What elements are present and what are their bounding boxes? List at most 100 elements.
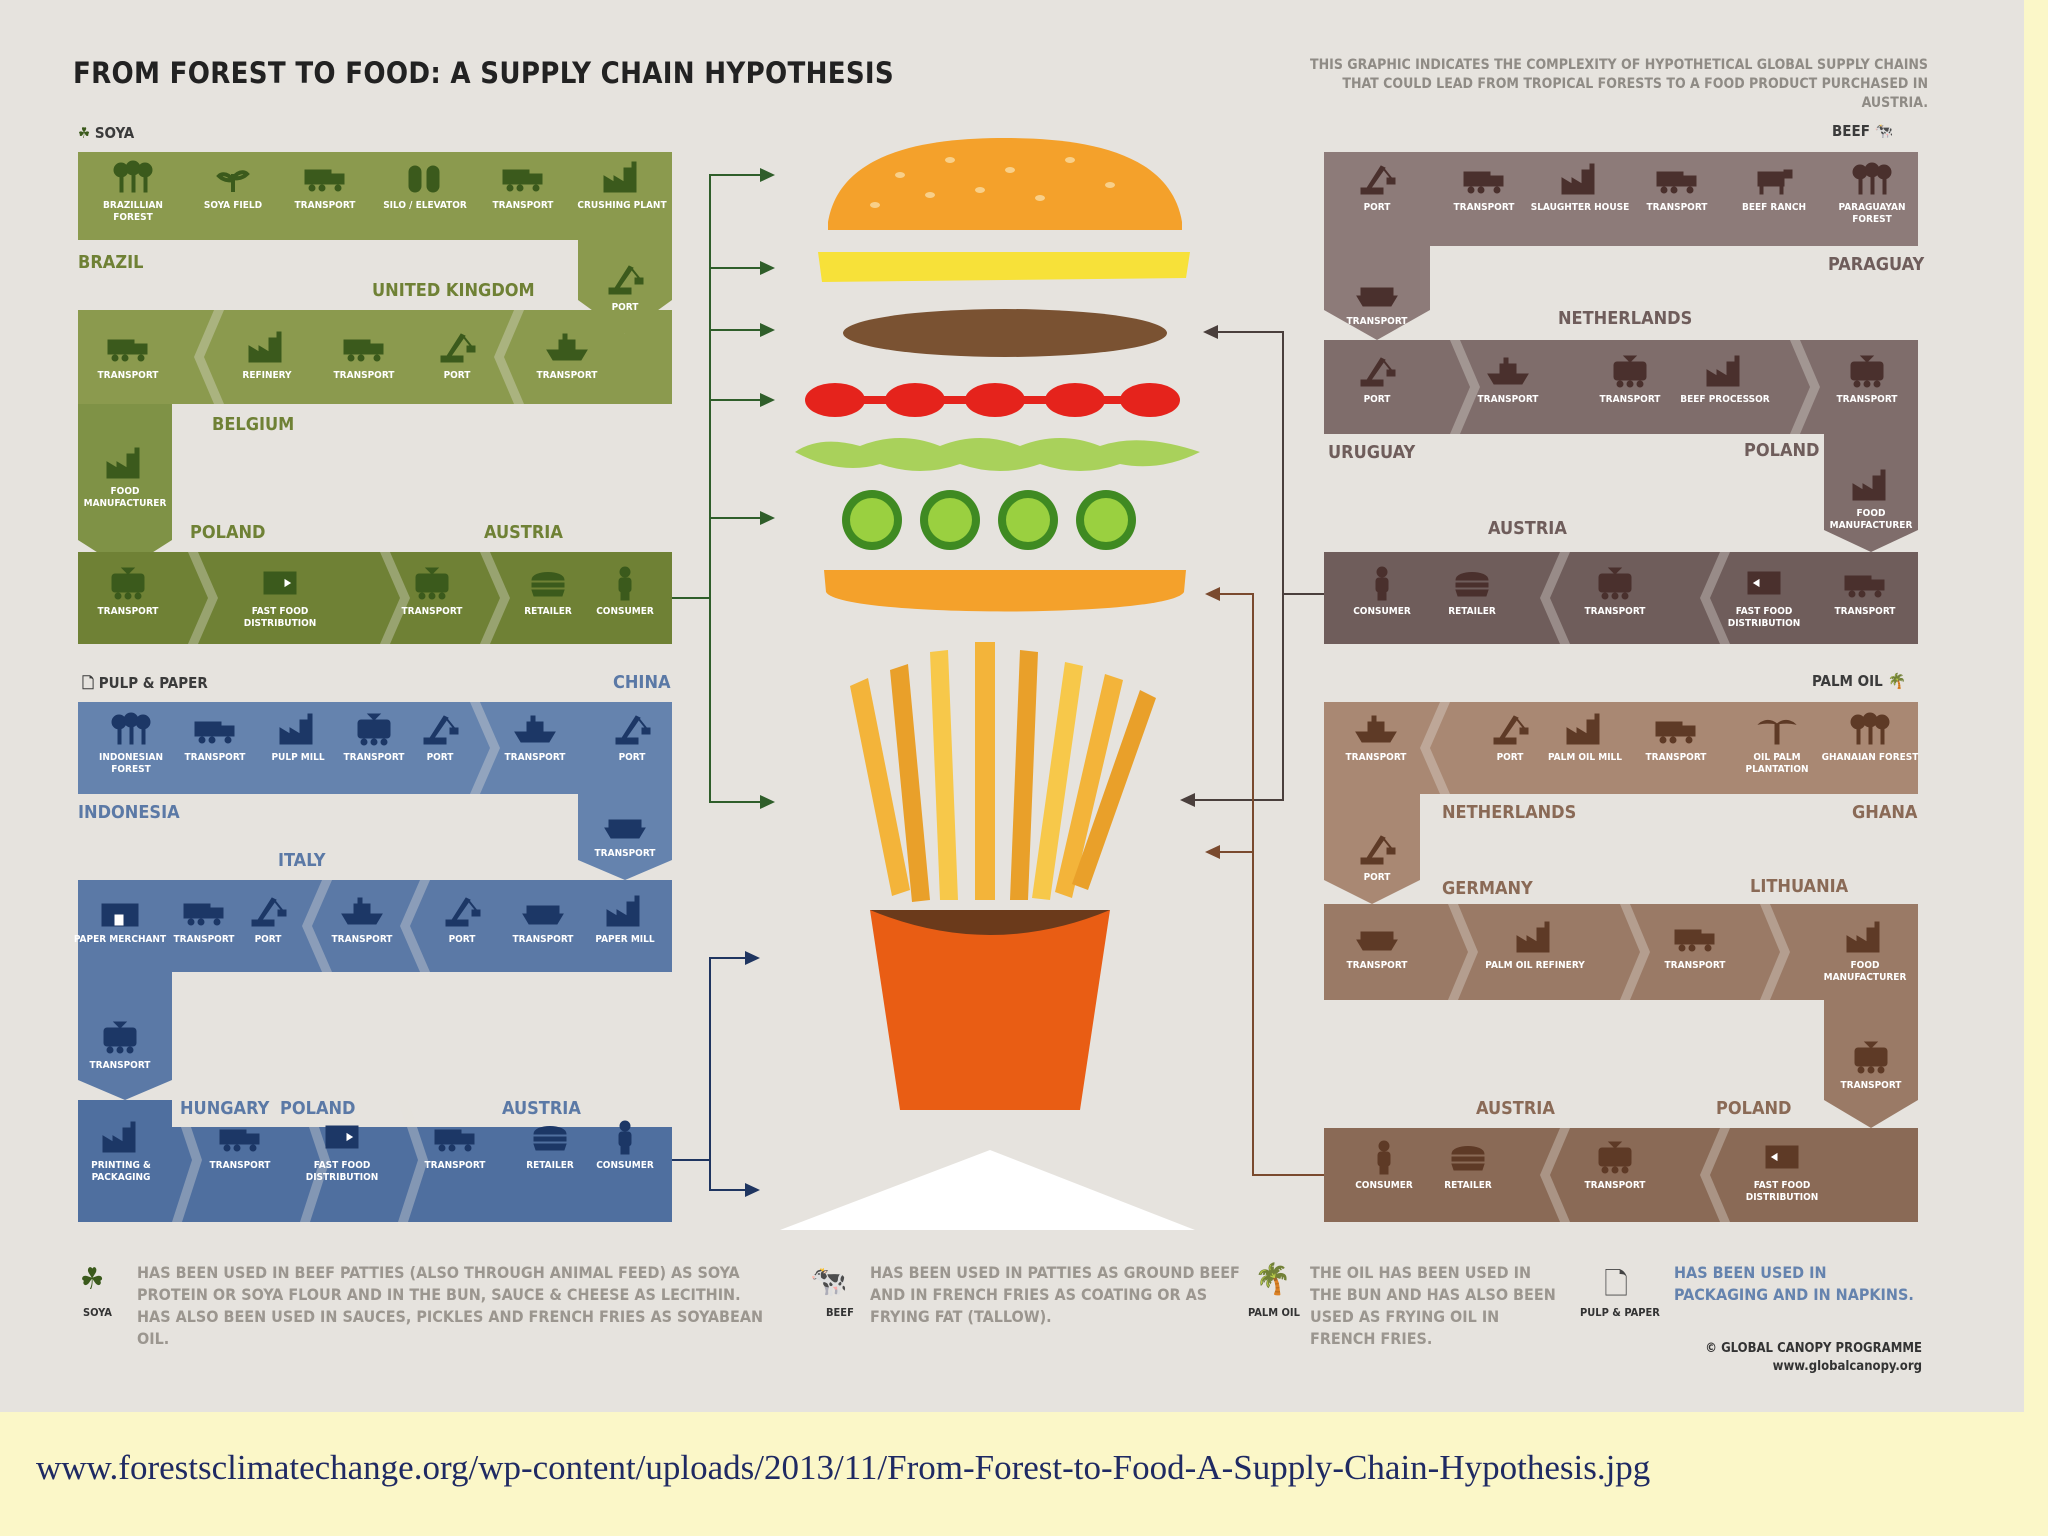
palm-tree-icon: 🌴 (1887, 672, 1907, 690)
supply-chain-step: TRANSPORT (1645, 920, 1745, 972)
burger-icon (1455, 572, 1489, 597)
supply-chain-step: FOOD MANUFACTURER (75, 446, 175, 510)
beef-band-3 (1324, 552, 1918, 644)
document-icon: 🗋 (1604, 1267, 1629, 1302)
step-label: BEEF PROCESSOR (1680, 394, 1770, 405)
shop-icon (101, 903, 139, 927)
step-label: PORT (1363, 872, 1391, 883)
supply-chain-step: TRANSPORT (165, 712, 265, 764)
step-label: TRANSPORT (594, 848, 656, 859)
supply-chain-step: CONSUMER (575, 566, 675, 618)
step-label: TRANSPORT (1345, 752, 1407, 763)
palm-tree-icon: 🌴 (1254, 1262, 1292, 1297)
country-label: POLAND (1716, 1098, 1792, 1119)
factory-icon (279, 713, 313, 745)
supply-chain-step: FOOD MANUFACTURER (1821, 468, 1921, 532)
burger-icon (533, 1126, 567, 1151)
step-label: CONSUMER (1353, 606, 1411, 617)
step-label: PORT (443, 370, 471, 381)
country-label: URUGUAY (1328, 442, 1416, 463)
step-label: TRANSPORT (343, 752, 405, 763)
soya-icon: ☘ (80, 1262, 105, 1297)
footer-palm-caption: PALM OIL (1248, 1306, 1300, 1319)
distribution-icon (325, 1125, 359, 1149)
footer-beef-caption: BEEF (826, 1306, 854, 1319)
train-icon (415, 567, 449, 600)
train-icon (1613, 355, 1647, 388)
trees-icon (1850, 712, 1890, 745)
step-label: TRANSPORT (97, 606, 159, 617)
step-label: TRANSPORT (1836, 394, 1898, 405)
supply-chain-step: TRANSPORT (485, 712, 585, 764)
port-crane-icon (1360, 835, 1396, 865)
supply-chain-step: TRANSPORT (1626, 712, 1726, 764)
palm-band-port (1324, 794, 1420, 904)
truck-icon (343, 339, 384, 362)
person-icon (618, 566, 632, 601)
step-label: SOYA FIELD (203, 200, 263, 211)
supply-chain-step: PORT (575, 262, 675, 314)
supply-chain-step: BEEF RANCH (1724, 162, 1824, 214)
step-label: BRAZILLIAN FOREST (103, 200, 163, 223)
palm-label-text: PALM OIL (1812, 672, 1883, 690)
distribution-icon (1765, 1145, 1799, 1169)
supply-chain-step: REFINERY (217, 330, 317, 382)
footer-pulp-text: HAS BEEN USED IN PACKAGING AND IN NAPKIN… (1674, 1263, 1914, 1304)
palm-gap (1420, 794, 1918, 904)
beef-arrowheads (1180, 325, 1218, 807)
train-icon (111, 567, 145, 600)
supply-chain-step: FAST FOOD DISTRIBUTION (1714, 566, 1814, 630)
burger-icon (1451, 1146, 1485, 1171)
step-label: PORT (448, 934, 476, 945)
step-label: RETAILER (526, 1160, 574, 1171)
port-crane-icon (1360, 357, 1396, 387)
country-label: POLAND (1744, 440, 1820, 461)
trees-icon (111, 712, 151, 745)
supply-chain-step: GHANAIAN FOREST (1820, 712, 1920, 764)
bun-bottom (824, 570, 1186, 612)
step-label: CONSUMER (596, 606, 654, 617)
description: THIS GRAPHIC INDICATES THE COMPLEXITY OF… (1310, 57, 1928, 111)
step-label: CRUSHING PLANT (577, 200, 667, 211)
step-label: PORT (1496, 752, 1524, 763)
source-url[interactable]: www.forestsclimatechange.org/wp-content/… (36, 1448, 1651, 1487)
step-label: TRANSPORT (1645, 752, 1707, 763)
step-label: TRANSPORT (1646, 202, 1708, 213)
factory-icon (606, 895, 640, 927)
step-label: SILO / ELEVATOR (383, 200, 467, 211)
palm-gap-2 (1324, 1000, 1824, 1128)
burger-icon (531, 572, 565, 597)
fries-box-rim (870, 910, 1110, 935)
supply-chain-step: TRANSPORT (1458, 354, 1558, 406)
step-label: TRANSPORT (424, 1160, 486, 1171)
country-label: CHINA (613, 672, 671, 693)
supply-chain-step: TRANSPORT (70, 1020, 170, 1072)
port-crane-icon (251, 897, 287, 927)
supply-chain-step: CONSUMER (1334, 1140, 1434, 1192)
supply-chain-step: PORT (390, 712, 490, 764)
beef-gap (1430, 246, 1918, 340)
footer-palm-text: THE OIL HAS BEEN USED IN THE BUN AND HAS… (1310, 1263, 1556, 1348)
supply-chain-step: CRUSHING PLANT (572, 160, 672, 212)
supply-chain-step: PALM OIL REFINERY (1485, 920, 1585, 972)
footer-soya-text: HAS BEEN USED IN BEEF PATTIES (ALSO THRO… (137, 1263, 764, 1348)
step-label: FAST FOOD DISTRIBUTION (305, 1160, 379, 1183)
fries-box (870, 910, 1110, 1110)
country-label: LITHUANIA (1750, 876, 1849, 897)
supply-chain-step: TRANSPORT (1580, 354, 1680, 406)
truck-icon (219, 1129, 260, 1152)
step-label: PORT (254, 934, 282, 945)
country-label: BRAZIL (78, 252, 144, 273)
supply-chain-step: PAPER MILL (575, 894, 675, 946)
country-label: POLAND (190, 522, 266, 543)
soya-connectors (672, 174, 760, 803)
footer-beef-text: HAS BEEN USED IN PATTIES AS GROUND BEEF … (870, 1263, 1240, 1326)
truck-icon (107, 339, 148, 362)
step-label: TRANSPORT (1834, 606, 1896, 617)
trees-icon (1852, 162, 1892, 195)
pulp-connectors (672, 957, 745, 1191)
step-label: TRANSPORT (331, 934, 393, 945)
credit-url[interactable]: www.globalcanopy.org (1772, 1359, 1922, 1374)
supply-chain-step: TRANSPORT (1326, 712, 1426, 764)
beef-gap-2 (1324, 434, 1824, 552)
